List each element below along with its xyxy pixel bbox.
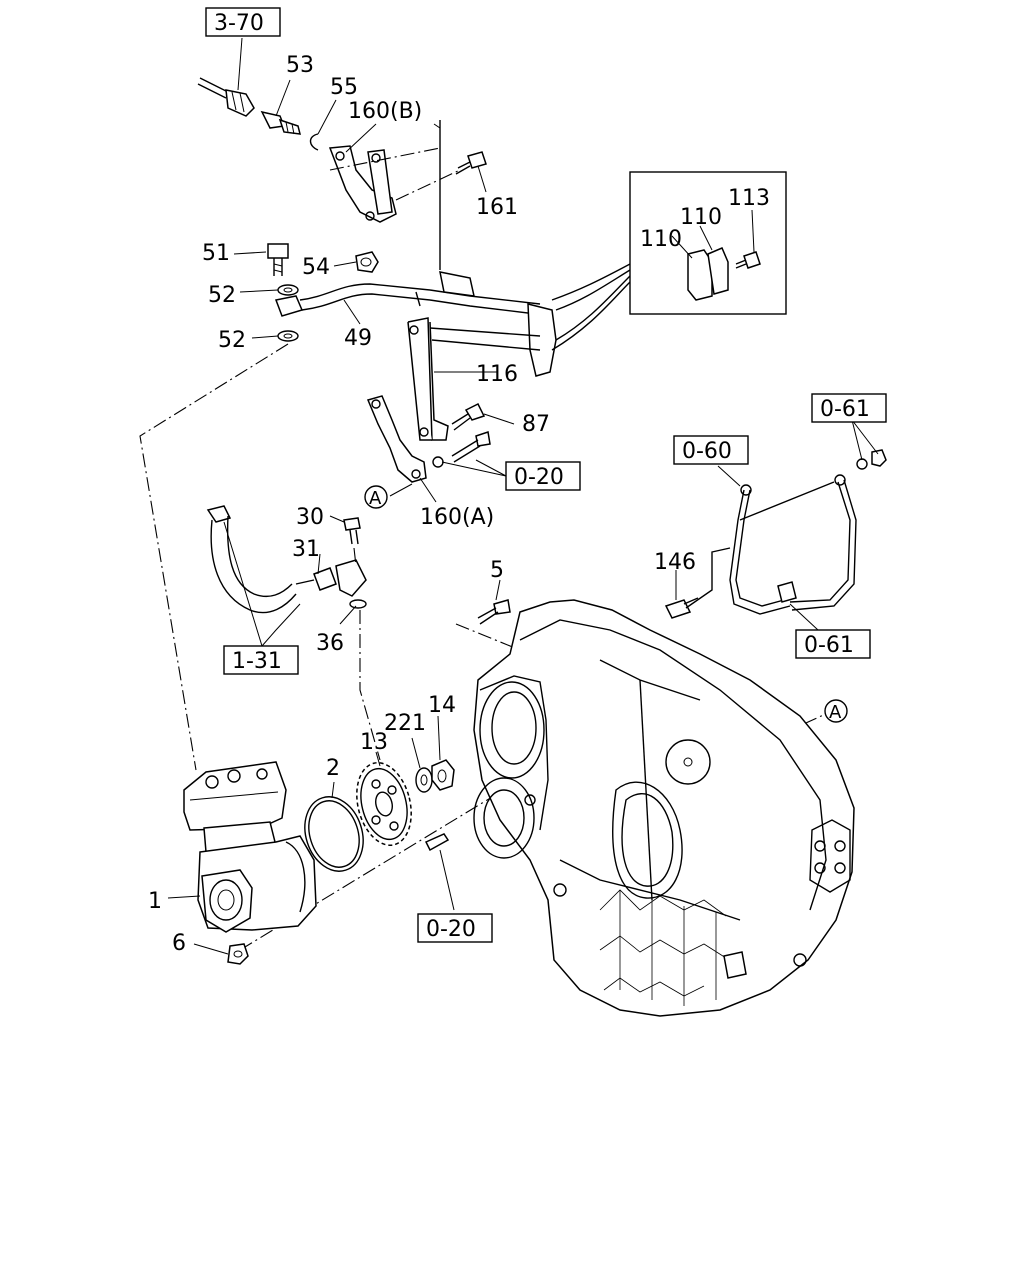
- ref-3-70: 3-70: [214, 11, 264, 36]
- marker-a-circle-upper: [364, 485, 388, 509]
- callout-1: 1: [148, 889, 162, 914]
- callout-53: 53: [286, 53, 314, 78]
- air-compressor: [183, 761, 317, 933]
- banjo-bolt-51: [267, 243, 289, 276]
- ref-box-0-20-upper[interactable]: [505, 461, 581, 491]
- callout-161: 161: [476, 195, 518, 220]
- ref-box-1-31[interactable]: [223, 645, 299, 675]
- callout-49: 49: [344, 326, 372, 351]
- callout-13: 13: [360, 730, 388, 755]
- bolt-30: [343, 517, 361, 545]
- callout-160b: 160(B): [348, 99, 422, 124]
- ref-box-3-70[interactable]: [205, 7, 281, 37]
- callout-14: 14: [428, 693, 456, 718]
- fitting-53: [260, 110, 301, 135]
- callout-31: 31: [292, 537, 320, 562]
- ref-0-20-upper: 0-20: [514, 465, 564, 490]
- hose-1-31: [206, 505, 297, 614]
- washer-221: [415, 767, 433, 793]
- callout-160a: 160(A): [420, 505, 494, 530]
- o-ring-36: [349, 599, 367, 609]
- callout-54: 54: [302, 255, 330, 280]
- marker-a-upper: A: [369, 488, 382, 509]
- callout-146: 146: [654, 550, 696, 575]
- callout-52-lower: 52: [218, 328, 246, 353]
- clip-55: [309, 133, 319, 151]
- callout-2: 2: [326, 756, 340, 781]
- bolt-161: [455, 151, 487, 175]
- callout-30: 30: [296, 505, 324, 530]
- callout-87: 87: [522, 412, 550, 437]
- callout-52-upper: 52: [208, 283, 236, 308]
- ref-0-61-bottom: 0-61: [804, 633, 854, 658]
- nut-6: [227, 943, 249, 965]
- ref-0-61-top: 0-61: [820, 397, 870, 422]
- o-ring-2: [304, 796, 364, 872]
- ref-box-0-61-bottom[interactable]: [795, 629, 871, 659]
- bolt-87: [451, 402, 486, 431]
- callout-110-left: 110: [640, 227, 682, 252]
- nut-54: [355, 251, 379, 273]
- bolt-5: [477, 599, 511, 625]
- callout-110-right: 110: [680, 205, 722, 230]
- callout-6: 6: [172, 931, 186, 956]
- nut-14: [431, 759, 455, 791]
- ref-0-20-lower: 0-20: [426, 917, 476, 942]
- elbow-31: [295, 559, 367, 597]
- gear-13: [356, 762, 412, 846]
- ref-box-0-61-top[interactable]: [811, 393, 887, 423]
- nut-0-61-top: [856, 449, 887, 470]
- sensor-146: [664, 597, 699, 619]
- washer-52-upper: [277, 284, 299, 296]
- air-pipe-49: [274, 120, 557, 377]
- leader-lines: [167, 37, 879, 955]
- callout-116: 116: [476, 362, 518, 387]
- hose-end-fitting: [197, 77, 255, 117]
- marker-a-circle-lower: [824, 699, 848, 723]
- callout-55: 55: [330, 75, 358, 100]
- callout-36: 36: [316, 631, 344, 656]
- ref-box-0-60[interactable]: [673, 435, 749, 465]
- callout-5: 5: [490, 558, 504, 583]
- bracket-116: [407, 317, 541, 441]
- wire-harness: [729, 474, 857, 615]
- ref-0-60: 0-60: [682, 439, 732, 464]
- washer-52-lower: [277, 330, 299, 342]
- ref-1-31: 1-31: [232, 649, 282, 674]
- bracket-160b: [328, 145, 397, 223]
- marker-a-lower: A: [829, 702, 842, 723]
- callout-51: 51: [202, 241, 230, 266]
- ref-box-0-20-lower[interactable]: [417, 913, 493, 943]
- stud-lower-0-20: [424, 833, 450, 852]
- flywheel-housing: [473, 599, 855, 1017]
- bracket-160a: [366, 395, 427, 483]
- callout-221: 221: [384, 711, 426, 736]
- bolt-upper-0-20: [432, 431, 491, 468]
- callout-113: 113: [728, 186, 770, 211]
